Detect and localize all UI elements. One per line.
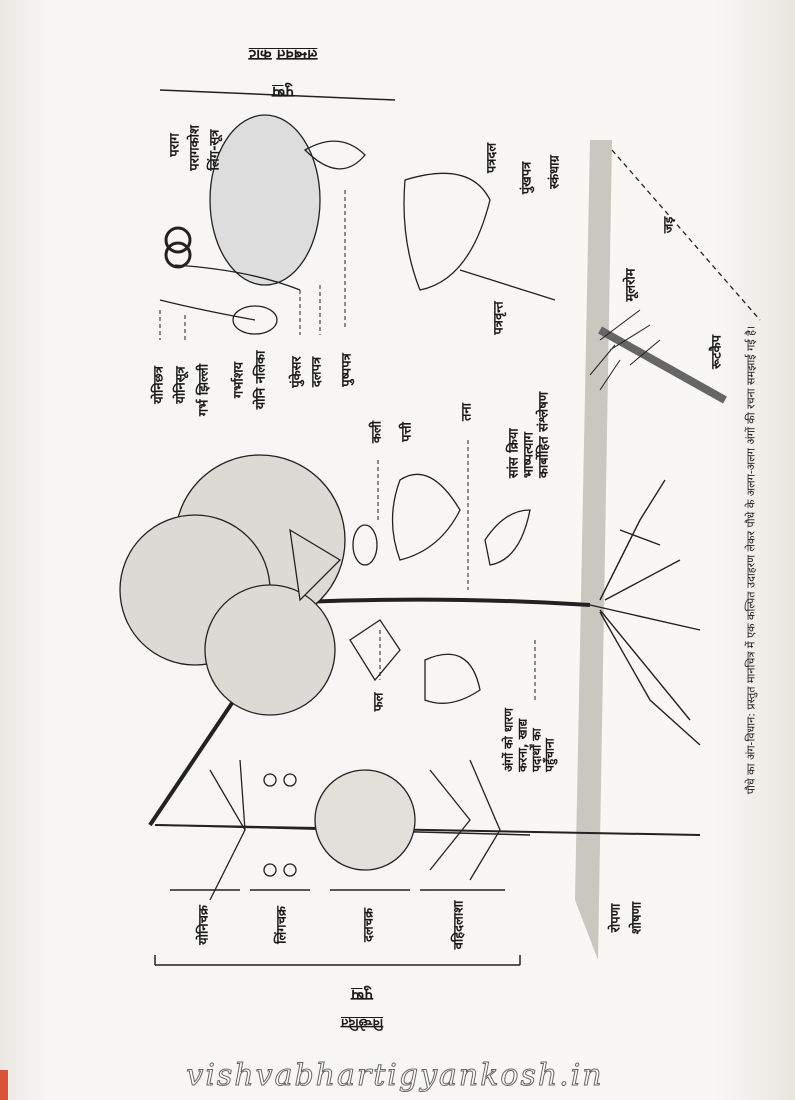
label-filament: लिंग-सूत्र <box>207 129 223 171</box>
label-root: जड़ <box>661 216 677 234</box>
label-membrane: गर्भ झिल्ली <box>196 363 212 417</box>
watermark: vishvabhartigyankosh.in <box>186 1058 604 1093</box>
label-stigma: योनिछत्र <box>151 366 167 404</box>
label-root-cap: रूटकैप <box>709 334 725 370</box>
big-flower <box>119 454 346 716</box>
label-stamen: पुंकेसर <box>289 356 305 388</box>
stem-function-3: पदार्थों का <box>529 728 543 772</box>
leader-lines <box>159 190 536 700</box>
root-tip-zoom <box>589 149 761 404</box>
label-pollen: पराग <box>167 133 183 157</box>
label-root-hair: मूलरोम <box>623 268 639 302</box>
stem-function-4: पहुँचाना <box>542 738 557 772</box>
leaf-functions: सांस क्रिया भाष्पत्याग कार्बोहित संश्लेष… <box>506 391 553 479</box>
leaf-function-3: कार्बोहित संश्लेषण <box>536 391 552 479</box>
label-stem: तना <box>459 403 475 421</box>
label-gynoecium: योनिचक्र <box>196 905 212 945</box>
label-corolla: दलचक्र <box>361 908 377 942</box>
label-petiole: पत्रवृन्त <box>491 301 507 335</box>
label-fruit: फल <box>371 692 387 712</box>
label-petal: दलपत्र <box>309 356 325 388</box>
main-stem <box>148 597 591 827</box>
roots <box>589 479 701 746</box>
figure-caption: पौधे का अंग-विधान: प्रस्तुत मानचित्र में… <box>744 325 758 795</box>
stem-function-2: करना, खाद्य <box>515 718 530 772</box>
label-root-function-1: रोपणा <box>608 903 624 933</box>
label-bract: पुष्पपत्र <box>339 353 355 387</box>
label-bud: कली <box>369 420 385 444</box>
stem-function-1: अंगों को धारण <box>501 708 516 772</box>
label-androecium: लिंगचक्र <box>274 906 290 944</box>
leaf-function-1: सांस क्रिया <box>506 428 522 479</box>
dissected-flower <box>159 759 531 901</box>
leaf-function-2: भाष्पत्याग <box>521 432 537 479</box>
label-calyx: वहिदलाशा <box>451 900 467 950</box>
label-leaf-blade: पत्रदल <box>484 142 500 174</box>
label-ovary: गर्भाशय <box>231 361 247 399</box>
bottom-heading-title: पुष्प <box>351 986 373 1004</box>
top-heading-title: पुष्प <box>272 83 294 101</box>
label-anther: परागकोश <box>187 125 203 171</box>
bottom-heading-subtitle: विच्छेदित <box>340 1015 384 1030</box>
leaves <box>349 172 556 704</box>
label-stipule: पुंखपत्र <box>519 161 535 195</box>
flower-section <box>159 89 396 335</box>
top-heading-subtitle: लम्बवत काट <box>248 46 318 64</box>
soil-band <box>575 140 612 960</box>
label-style: योनिसूत्र <box>173 366 189 404</box>
label-root-function-2: शोषणा <box>629 901 645 935</box>
label-leaf: पत्ती <box>399 422 415 442</box>
page-edge-mark <box>0 1070 8 1100</box>
label-axil: स्कंधाग्र <box>547 155 563 189</box>
stem-functions: अंगों को धारण करना, खाद्य पदार्थों का पह… <box>501 708 557 772</box>
braces <box>154 889 521 966</box>
label-tube: योनि नलिका <box>253 350 269 410</box>
